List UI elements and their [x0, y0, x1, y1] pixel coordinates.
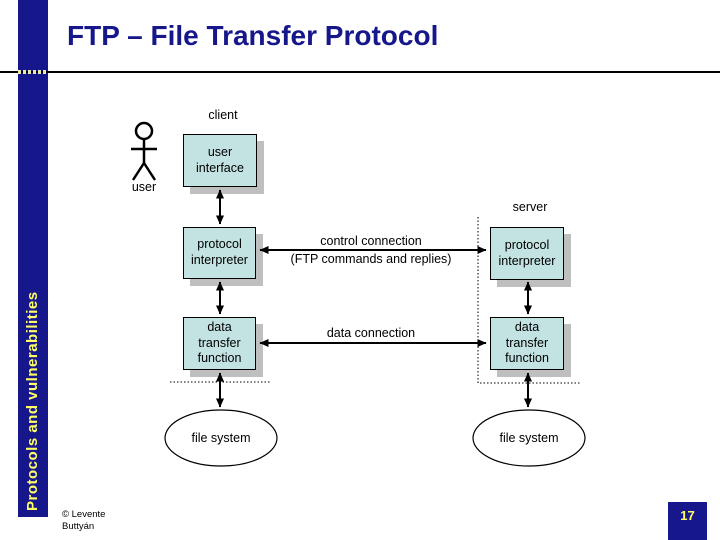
server-label: server — [512, 200, 548, 214]
client-data-transfer-function-box: data transfer function — [183, 317, 256, 370]
server-file-system-label: file system — [499, 431, 559, 445]
user-label: user — [131, 180, 157, 194]
server-process-boundary-dotted — [477, 217, 580, 384]
title-divider-dashes — [18, 70, 48, 74]
server-protocol-interpreter-box: protocol interpreter — [490, 227, 564, 280]
data-connection-label: data connection — [326, 326, 416, 340]
sidebar-bar — [18, 0, 48, 517]
client-protocol-interpreter-box: protocol interpreter — [183, 227, 256, 279]
title-divider — [0, 71, 720, 73]
page-number-badge: 17 — [668, 502, 707, 540]
control-connection-label: control connection — [320, 234, 422, 248]
server-data-transfer-function-box: data transfer function — [490, 317, 564, 370]
copyright-text: © Levente Buttyán — [62, 509, 106, 532]
page-title: FTP – File Transfer Protocol — [67, 20, 439, 51]
server-file-system-ellipse — [472, 409, 586, 467]
control-connection-sublabel: (FTP commands and replies) — [290, 252, 452, 266]
client-file-system-ellipse — [164, 409, 278, 467]
client-label: client — [208, 108, 238, 122]
client-file-system-label: file system — [191, 431, 251, 445]
user-stick-figure-icon — [131, 121, 157, 181]
user-interface-box: user interface — [183, 134, 257, 187]
